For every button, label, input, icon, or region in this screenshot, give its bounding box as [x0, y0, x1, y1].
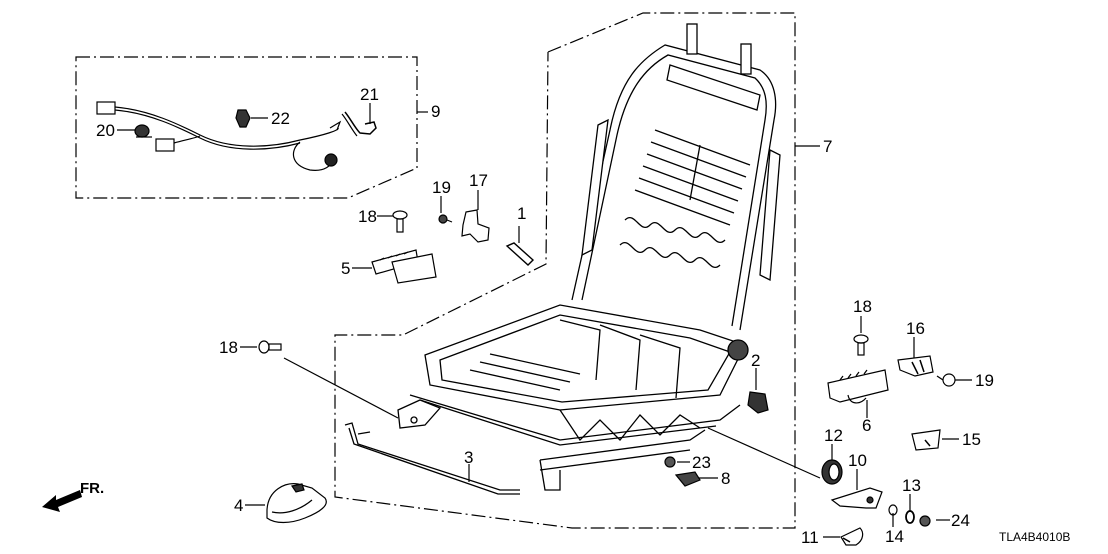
callout-17[interactable]: 17 — [469, 171, 488, 190]
cover-15-illustration — [911, 429, 941, 451]
callout-4[interactable]: 4 — [234, 496, 244, 515]
outer-cover-6-illustration — [827, 369, 889, 404]
rod-3-illustration — [344, 422, 520, 495]
callout-9[interactable]: 9 — [431, 102, 441, 121]
bracket-17-illustration — [461, 209, 490, 243]
callout-2[interactable]: 2 — [751, 351, 761, 370]
seat-frame-group-boundary — [334, 12, 796, 529]
callout-14[interactable]: 14 — [885, 527, 904, 546]
clip-8-illustration — [674, 471, 701, 487]
callout-13[interactable]: 13 — [902, 476, 921, 495]
callout-16[interactable]: 16 — [906, 319, 925, 338]
callout-18-left[interactable]: 18 — [219, 338, 238, 357]
band-clip-21-illustration — [341, 111, 377, 137]
callout-22[interactable]: 22 — [271, 109, 290, 128]
callout-23[interactable]: 23 — [692, 453, 711, 472]
callout-1[interactable]: 1 — [517, 204, 527, 223]
callout-21[interactable]: 21 — [360, 85, 379, 104]
knob-12-illustration — [821, 459, 843, 485]
clip-22-illustration — [235, 109, 251, 128]
callout-11[interactable]: 11 — [801, 528, 819, 547]
screw-18-left-illustration — [258, 340, 282, 354]
harness-group-boundary — [75, 56, 418, 199]
callout-15[interactable]: 15 — [962, 430, 981, 449]
callout-19-top[interactable]: 19 — [432, 178, 451, 197]
callout-24[interactable]: 24 — [951, 511, 970, 530]
callout-12[interactable]: 12 — [824, 426, 843, 445]
screw-18-top-illustration — [392, 210, 408, 233]
callout-18-top[interactable]: 18 — [358, 207, 377, 226]
inner-cover-5-illustration — [371, 249, 437, 284]
clip-1-illustration — [505, 242, 535, 266]
callout-20[interactable]: 20 — [96, 121, 115, 140]
clip-19-top-illustration — [438, 214, 453, 224]
callout-7[interactable]: 7 — [823, 137, 833, 156]
callout-19-right[interactable]: 19 — [975, 371, 994, 390]
front-direction-label: FR. — [80, 480, 105, 497]
callout-10[interactable]: 10 — [848, 451, 867, 470]
seat-frame-illustration — [397, 23, 781, 491]
leader-10-long — [707, 427, 821, 479]
nut-23-illustration — [664, 456, 676, 468]
callout-5[interactable]: 5 — [341, 259, 351, 278]
cover-bracket-2-illustration — [747, 391, 769, 414]
callout-18-right[interactable]: 18 — [853, 297, 872, 316]
callout-3[interactable]: 3 — [464, 448, 474, 467]
nut-24-illustration — [919, 515, 931, 527]
lever-cap-11-illustration — [840, 527, 864, 546]
callout-6[interactable]: 6 — [862, 416, 872, 435]
lever-10-illustration — [830, 487, 883, 509]
clip-19-right-illustration — [936, 373, 956, 387]
diagram-code: TLA4B4010B — [999, 530, 1071, 544]
clip-20-illustration — [134, 124, 152, 138]
wire-harness-illustration — [96, 101, 342, 171]
bracket-16-illustration — [897, 355, 934, 377]
front-cover-4-illustration — [266, 483, 327, 524]
washer-14-illustration — [888, 504, 898, 516]
leader-18-left-long — [283, 357, 399, 419]
washer-13-illustration — [905, 510, 915, 524]
callout-8[interactable]: 8 — [721, 469, 731, 488]
front-direction-arrow-icon — [42, 490, 82, 512]
screw-18-right-illustration — [853, 334, 869, 356]
